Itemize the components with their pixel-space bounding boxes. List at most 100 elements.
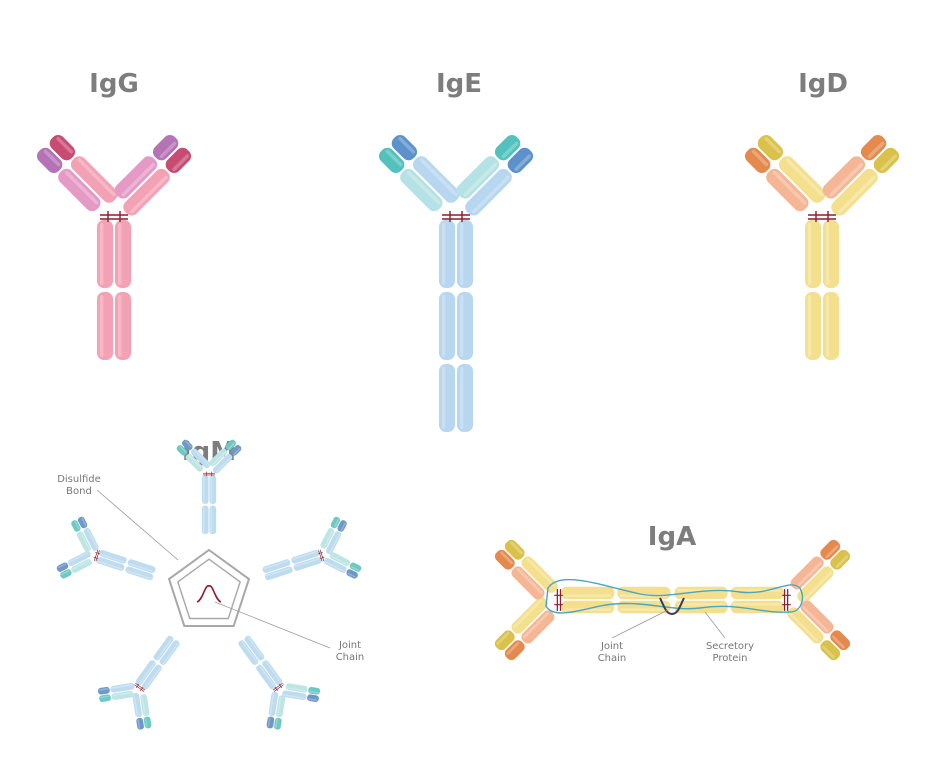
igd-fab-heavy-v--1 [757, 134, 784, 161]
iga-monomer-right-fab-light-c--1 [790, 556, 824, 590]
igm-monomer-0-group [176, 439, 242, 535]
igd-fab-heavy-c--1-highlight [785, 158, 824, 197]
igm-monomer-4-fab-light-c--1-highlight [72, 559, 90, 570]
iga-monomer-left-fab-heavy-c-1 [521, 556, 558, 593]
igm-monomer-0-heavy-left-1-highlight [203, 506, 205, 533]
iga-monomer-left-heavy-left-0-highlight [563, 608, 612, 612]
igm-monomer-1-heavy-right-1-highlight [265, 567, 291, 577]
igg-fab-heavy-c--1 [70, 156, 118, 203]
igm-monomer-4-fab-heavy-c-1-highlight [87, 528, 98, 549]
ige-fab-heavy-c-1 [465, 168, 512, 216]
igm-disulfide-label-line1: Disulfide [57, 474, 101, 485]
igm-monomer-3-heavy-right-1 [153, 635, 174, 661]
iga-monomer-right-fab-heavy-v-1-highlight [821, 645, 835, 659]
igm-monomer-2-fab-light-v--1 [308, 686, 321, 695]
igm-monomer-0-fab-light-v-1-highlight [228, 442, 236, 450]
igm-monomer-2-fab-light-c--1-highlight [286, 687, 307, 692]
igm-monomer-2-heavy-left-0 [262, 660, 283, 685]
ige-fab-heavy-v-1-highlight [514, 154, 532, 172]
iga-monomer-left-fab-heavy-v-1 [504, 539, 525, 560]
igm-monomer-4-fab-heavy-v--1-highlight [57, 563, 67, 569]
igg-heavy-left-1 [97, 292, 113, 360]
igm-monomer-3-fab-heavy-c-1-highlight [111, 684, 134, 689]
ige-heavy-right-0 [457, 220, 473, 288]
igm-monomer-2-group [238, 635, 321, 730]
ige-heavy-right-2-highlight [459, 367, 464, 429]
igm-monomer-2-fab-light-v--1-highlight [309, 690, 319, 694]
igm-monomer-3-fab-heavy-v-1 [97, 686, 110, 695]
igg-fab-light-c--1 [58, 168, 101, 212]
iga-monomer-right-fab-heavy-c--1-highlight [802, 571, 833, 602]
igm-monomer-1-hinge-bond-2 [318, 550, 323, 562]
igm-monomer-4-hinge-bond-3 [93, 556, 99, 559]
iga-monomer-right-fab-heavy-v-1 [820, 640, 841, 661]
igm-monomer-2-hinge-bond-4 [274, 686, 278, 692]
ige-arm-right [456, 134, 534, 216]
iga-monomer-left-arm-right [494, 539, 558, 600]
igm-monomer-4-hinge-bond-2 [95, 550, 100, 562]
igm-monomer-2-heavy-right-1 [238, 640, 259, 665]
iga-monomer-right-fab-light-c-1-highlight [802, 605, 829, 633]
igd-heavy-right-0 [823, 220, 839, 288]
igm-monomer-3-fab-heavy-c--1-highlight [133, 694, 139, 717]
iga-monomer-right-fab-light-c-1 [800, 600, 834, 634]
ige-heavy-left-2-highlight [441, 367, 446, 429]
igm-monomer-1-heavy-left-1-highlight [263, 560, 289, 570]
igm-monomer-1-hinge-bond-1 [319, 549, 325, 562]
igd-arm-left [744, 134, 826, 212]
iga-monomer-right-arm-right [787, 600, 851, 661]
igm-monomer-2-heavy-left-1-highlight [247, 636, 264, 658]
igd-heavy-left-0-highlight [807, 223, 812, 285]
igm-monomer-4-arm-left [56, 551, 92, 579]
igm-monomer-3-heavy-left-1 [159, 640, 180, 665]
igd-fab-heavy-c-1-highlight [837, 175, 876, 214]
igm-monomer-2-heavy-left-1 [244, 635, 265, 661]
igm-monomer-0-fab-heavy-c--1 [190, 448, 211, 469]
ige-heavy-right-1 [457, 292, 473, 360]
igm-monomer-4-group [56, 516, 156, 581]
igm-monomer-1-fab-heavy-c--1-highlight [329, 533, 341, 554]
ige-heavy-left-1-highlight [441, 295, 446, 357]
iga-monomer-right-fab-heavy-c-1 [787, 607, 824, 644]
igd-arm-right [822, 134, 900, 216]
igg-title: IgG [89, 69, 139, 99]
iga-monomer-right-group [674, 539, 851, 661]
igm-monomer-2-heavy-right-0 [256, 664, 277, 690]
igg-fab-light-v-1-highlight [159, 141, 177, 159]
igm-monomer-0-heavy-right-0 [209, 475, 217, 504]
iga-monomer-right-fab-light-v-1-highlight [831, 635, 845, 649]
iga-monomer-right-fab-light-v--1 [820, 539, 841, 560]
igm-monomer-1-arm-right [323, 552, 362, 579]
ige-fab-light-c--1-highlight [406, 170, 441, 205]
igm-monomer-4-fab-light-c-1-highlight [80, 532, 90, 550]
igm-monomer-2-fab-heavy-v--1-highlight [308, 698, 318, 701]
igm-monomer-0-heavy-left-0-highlight [203, 476, 205, 503]
ige-heavy-left-0-highlight [441, 223, 446, 285]
iga-monomer-left-fab-heavy-c-1-highlight [526, 557, 557, 588]
igm-monomer-4-fab-light-v-1-highlight [74, 521, 80, 530]
igg-heavy-right-1-highlight [117, 295, 122, 357]
igm-monomer-3-fab-light-v--1 [143, 716, 152, 729]
iga-monomer-right-heavy-right-1-highlight [676, 603, 726, 606]
ige-fab-light-v--1-highlight [385, 149, 403, 167]
iga-monomer-left-fab-heavy-c--1 [511, 597, 548, 634]
igm-monomer-3-arm-left [132, 692, 152, 730]
iga-secretory-pointer [704, 611, 726, 639]
igm-monomer-2-fab-light-c-1-highlight [277, 696, 282, 716]
iga-monomer-left-fab-heavy-v--1-highlight [496, 631, 510, 645]
igm-monomer-4-hinge-bond-1 [93, 549, 99, 562]
igd-heavy-right-0-highlight [825, 223, 830, 285]
iga-monomer-right-fab-heavy-v--1-highlight [835, 555, 849, 569]
igg-heavy-right-0 [115, 220, 131, 288]
iga-monomer-left-heavy-right-1 [617, 586, 671, 600]
iga-monomer-right-fab-heavy-c--1 [797, 566, 834, 603]
iga-monomer-left-fab-light-v-1-highlight [500, 551, 514, 565]
igd-fab-light-c-1-highlight [829, 162, 864, 197]
igm-monomer-4-arm-right [71, 516, 99, 552]
iga-monomer-right-heavy-left-0-highlight [733, 588, 782, 592]
ige-fab-light-c--1 [400, 168, 443, 212]
igg-fab-heavy-c--1-highlight [77, 158, 116, 197]
igm-monomer-0-fab-light-c--1 [185, 453, 204, 472]
igm-monomer-1-hinge-bond-3 [318, 552, 323, 555]
